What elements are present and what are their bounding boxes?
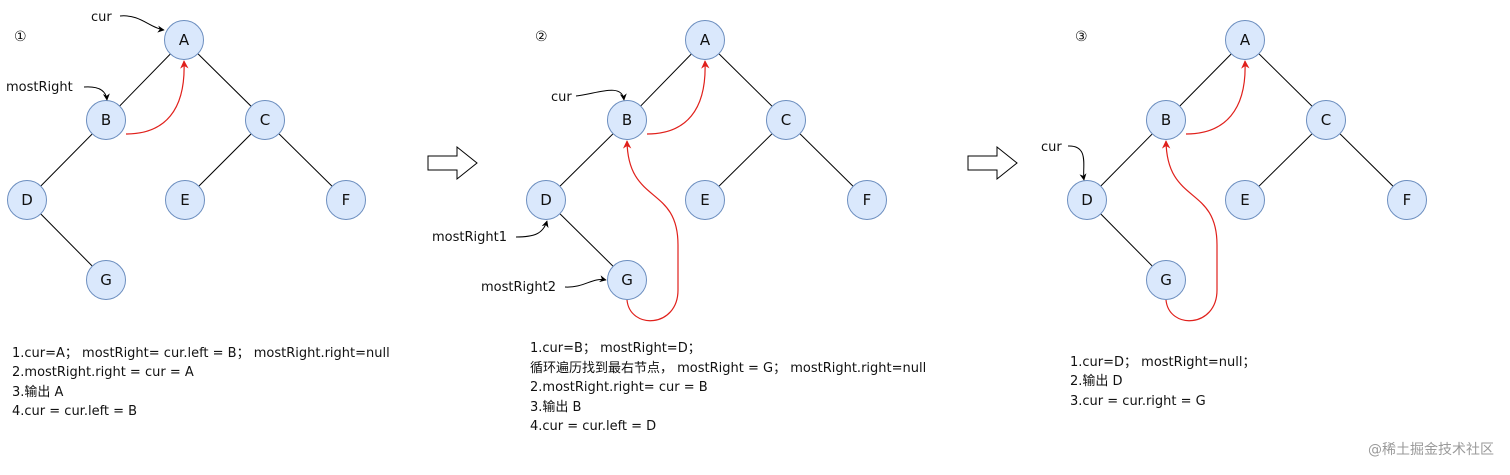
tree-node-c: C <box>766 100 806 140</box>
pointer-cur-label: cur <box>91 10 112 25</box>
node-label: G <box>1160 271 1172 289</box>
description-line: 3.输出 B <box>530 399 581 415</box>
node-label: B <box>1161 111 1171 129</box>
pointer-mostright2-label: mostRight2 <box>481 280 556 295</box>
tree-node-b: B <box>1146 100 1186 140</box>
node-label: G <box>621 271 633 289</box>
tree-node-f: F <box>1387 180 1427 220</box>
node-label: D <box>1081 191 1093 209</box>
node-label: F <box>1403 191 1412 209</box>
step-label: ① <box>14 29 27 45</box>
node-label: C <box>781 111 791 129</box>
transition-arrow-icon <box>427 145 478 181</box>
step-label: ③ <box>1075 29 1088 45</box>
node-label: C <box>1321 111 1331 129</box>
node-label: D <box>21 191 33 209</box>
pointer-cur-label: cur <box>1041 140 1062 155</box>
description-line: 3.输出 A <box>12 384 64 400</box>
pointer-mostright1-label: mostRight1 <box>432 230 507 245</box>
node-label: A <box>700 31 711 49</box>
tree-node-e: E <box>165 180 205 220</box>
node-label: D <box>540 191 552 209</box>
step-description: 1.cur=D； mostRight=null； 2.输出 D 3.cur = … <box>1070 355 1256 409</box>
pointer-mostright1-arrow <box>515 220 549 238</box>
tree-node-f: F <box>326 180 366 220</box>
step-description: 1.cur=A； mostRight= cur.left = B； mostRi… <box>12 346 390 419</box>
tree-node-e: E <box>685 180 725 220</box>
node-label: A <box>179 31 190 49</box>
pointer-mostright2-arrow <box>564 275 607 288</box>
description-line: 3.cur = cur.right = G <box>1070 394 1206 409</box>
thread-arrow-g-to-b <box>1161 140 1218 322</box>
tree-edges <box>545 39 868 281</box>
tree-node-d: D <box>7 180 47 220</box>
description-line: 1.cur=D； mostRight=null； <box>1070 355 1256 370</box>
description-line: 循环遍历找到最右节点， mostRight = G； mostRight.rig… <box>530 360 926 376</box>
tree-node-d: D <box>526 180 566 220</box>
description-line: 4.cur = cur.left = D <box>530 419 656 434</box>
tree-node-d: D <box>1067 180 1107 220</box>
node-label: F <box>863 191 872 209</box>
pointer-cur-arrow <box>119 15 165 33</box>
tree-node-g: G <box>607 260 647 300</box>
thread-arrow-g-to-b <box>622 140 679 322</box>
tree-node-a: A <box>685 20 725 60</box>
step-label: ② <box>535 29 548 45</box>
pointer-mostright-label: mostRight <box>6 80 73 95</box>
node-label: A <box>1240 31 1251 49</box>
description-line: 1.cur=B； mostRight=D； <box>530 341 701 356</box>
thread-arrow-b-to-a <box>125 60 189 135</box>
node-label: E <box>700 191 709 209</box>
tree-node-b: B <box>607 100 647 140</box>
node-label: B <box>101 111 111 129</box>
node-label: F <box>342 191 351 209</box>
description-line: 2.mostRight.right= cur = B <box>530 380 708 395</box>
tree-node-g: G <box>86 260 126 300</box>
panel-1: ① A B C D E F G cur mostRight 1.cur=A； m… <box>6 10 390 419</box>
panel-2: ② A B C D E F G cur mostRight1 mostRight… <box>432 20 926 434</box>
pointer-cur-arrow <box>1067 145 1087 181</box>
node-label: C <box>260 111 270 129</box>
thread-arrow-b-to-a <box>1185 60 1250 135</box>
node-label: B <box>622 111 632 129</box>
pointer-mostright-arrow <box>83 86 110 101</box>
description-line: 1.cur=A； mostRight= cur.left = B； mostRi… <box>12 346 390 361</box>
tree-edges <box>1086 39 1408 281</box>
node-label: G <box>100 271 112 289</box>
tree-node-a: A <box>164 20 204 60</box>
thread-arrow-b-to-a <box>646 60 710 135</box>
watermark-text: @稀土掘金技术社区 <box>1368 442 1494 458</box>
tree-node-c: C <box>1306 100 1346 140</box>
node-label: E <box>1240 191 1249 209</box>
tree-node-a: A <box>1225 20 1265 60</box>
description-line: 2.mostRight.right = cur = A <box>12 365 194 380</box>
tree-node-f: F <box>847 180 887 220</box>
tree-node-c: C <box>245 100 285 140</box>
description-line: 4.cur = cur.left = B <box>12 404 137 419</box>
pointer-cur-arrow <box>575 89 627 101</box>
tree-node-g: G <box>1146 260 1186 300</box>
pointer-cur-label: cur <box>551 90 572 105</box>
panel-3: ③ A B C D E F G cur 1.cur=D； mostRight=n… <box>1041 20 1427 409</box>
tree-node-e: E <box>1225 180 1265 220</box>
step-description: 1.cur=B； mostRight=D； 循环遍历找到最右节点， mostRi… <box>530 341 926 434</box>
tree-node-b: B <box>86 100 126 140</box>
node-label: E <box>180 191 189 209</box>
tree-edges <box>26 39 347 281</box>
description-line: 2.输出 D <box>1070 373 1123 389</box>
transition-arrow-icon <box>967 145 1018 181</box>
